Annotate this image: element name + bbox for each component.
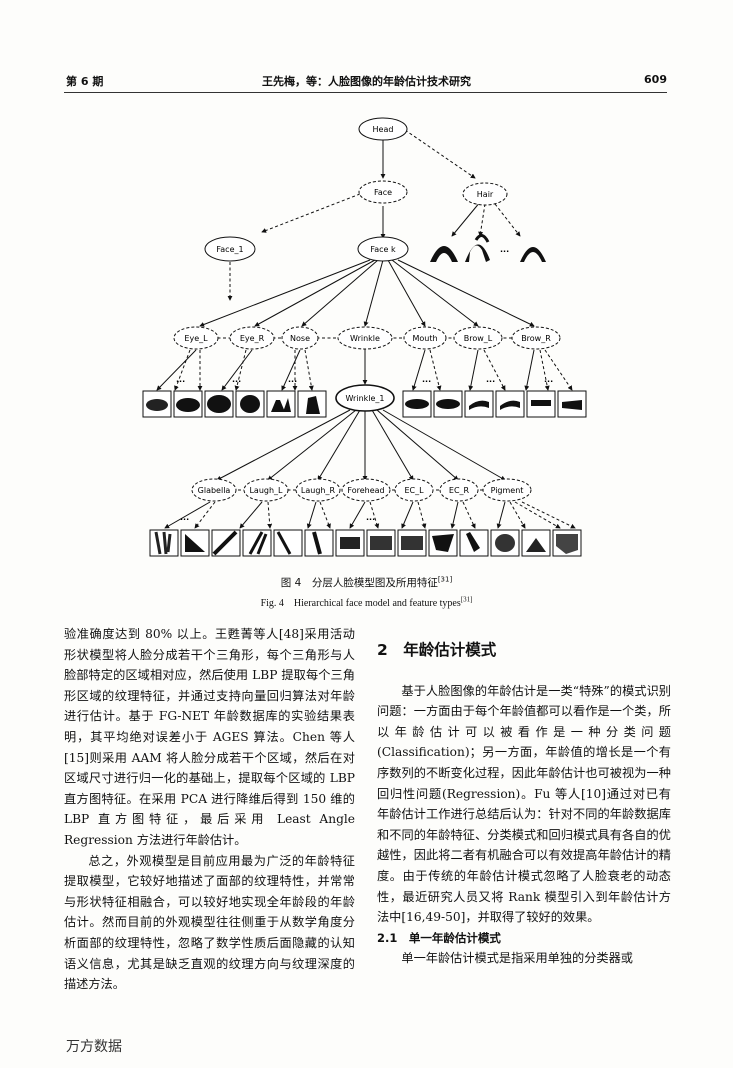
node-glabella: Glabella <box>191 478 237 502</box>
running-header: 第 6 期 王先梅，等：人脸图像的年龄估计技术研究 609 <box>66 73 667 93</box>
node-ec-r: EC_R <box>439 478 479 502</box>
ellipsis-nose: ... <box>288 375 297 384</box>
subsection-heading: 2.1 单一年龄估计模式 <box>377 930 501 945</box>
ellipsis-eye-l: ... <box>176 375 185 384</box>
ellipsis-eye-r: ... <box>232 375 241 384</box>
figure-caption-en: Fig. 4 Hierarchical face model and featu… <box>0 594 733 609</box>
node-brow-r-label: Brow_R <box>521 334 551 343</box>
node-face-k-label: Face k <box>370 245 396 254</box>
node-eye-r-label: Eye_R <box>240 334 265 343</box>
running-title: 王先梅，等：人脸图像的年龄估计技术研究 <box>262 75 471 88</box>
section-heading: 2 年龄估计模式 <box>377 641 497 659</box>
footer-watermark: 万方数据 <box>66 1039 122 1055</box>
left-paragraph-2: 总之，外观模型是目前应用最为广泛的年龄特征提取模型，它较好地描述了面部的纹理特性… <box>64 853 355 992</box>
node-face-label: Face <box>374 188 392 197</box>
dashed-edges <box>174 129 576 529</box>
node-forehead: Forehead <box>341 478 391 502</box>
node-laugh-r-label: Laugh_R <box>301 486 336 495</box>
node-glabella-label: Glabella <box>198 486 231 495</box>
node-wrinkle-1: Wrinkle_1 <box>335 384 395 412</box>
node-brow-l: Brow_L <box>453 326 503 350</box>
solid-edges <box>156 140 535 529</box>
node-face-k: Face k <box>357 236 409 262</box>
ellipsis-glabella: ... <box>180 513 189 522</box>
node-ec-l-label: EC_L <box>404 486 424 495</box>
header-rule <box>64 92 667 93</box>
node-pigment-label: Pigment <box>491 486 524 495</box>
node-pigment: Pigment <box>482 478 532 502</box>
hair-samples <box>430 234 546 262</box>
node-mouth-label: Mouth <box>412 334 437 343</box>
node-laugh-l: Laugh_L <box>243 478 289 502</box>
ellipsis-hair: ... <box>500 245 509 254</box>
node-face-1: Face_1 <box>204 236 256 262</box>
node-laugh-l-label: Laugh_L <box>249 486 283 495</box>
node-eye-l-label: Eye_L <box>184 334 208 343</box>
node-head: Head <box>358 117 408 141</box>
right-paragraph-2: 单一年龄估计模式是指采用单独的分类器或 <box>401 951 633 966</box>
right-column: 2 年龄估计模式 基于人脸图像的年龄估计是一类“特殊”的模式识别问题：一方面由于… <box>377 624 671 969</box>
figure-caption-en-ref: [31] <box>460 595 473 604</box>
node-hair: Hair <box>462 182 508 206</box>
node-eye-r: Eye_R <box>229 326 275 350</box>
hierarchical-face-model-figure: Head Face Hair Face_1 Face k Eye_L Eye_R… <box>142 117 587 557</box>
node-ec-l: EC_L <box>394 478 434 502</box>
issue-number: 第 6 期 <box>66 75 104 88</box>
node-head-label: Head <box>373 125 394 134</box>
node-brow-l-label: Brow_L <box>464 334 493 343</box>
node-mouth: Mouth <box>403 326 447 350</box>
left-column: 验准确度达到 80% 以上。王甦菁等人[48]采用活动形状模型将人脸分成若干个三… <box>64 624 355 995</box>
page-number: 609 <box>644 73 667 86</box>
node-nose: Nose <box>281 326 319 350</box>
figure-caption-en-text: Fig. 4 Hierarchical face model and featu… <box>260 598 461 609</box>
facial-part-thumbnails <box>142 390 587 418</box>
node-eye-l: Eye_L <box>173 326 219 350</box>
figure-caption-cn-text: 图 4 分层人脸模型图及所用特征 <box>280 577 438 589</box>
node-laugh-r: Laugh_R <box>295 478 341 502</box>
figure-caption-cn: 图 4 分层人脸模型图及所用特征[31] <box>0 575 733 590</box>
node-brow-r: Brow_R <box>511 326 561 350</box>
figure-caption-cn-ref: [31] <box>437 575 453 584</box>
left-paragraph-1: 验准确度达到 80% 以上。王甦菁等人[48]采用活动形状模型将人脸分成若干个三… <box>64 627 355 847</box>
right-paragraph-1: 基于人脸图像的年龄估计是一类“特殊”的模式识别问题：一方面由于每个年龄值都可以看… <box>377 683 671 925</box>
ellipsis-marks: ... ... ... ... ... ... ... ... ... <box>176 245 553 522</box>
node-wrinkle: Wrinkle <box>337 326 393 350</box>
ellipsis-brow-l: ... <box>486 375 495 384</box>
node-hair-label: Hair <box>477 190 494 199</box>
ellipsis-brow-r: ... <box>544 375 553 384</box>
node-wrinkle-label: Wrinkle <box>350 334 380 343</box>
wrinkle-thumbnails <box>149 529 582 557</box>
node-nose-label: Nose <box>290 334 310 343</box>
node-wrinkle-1-label: Wrinkle_1 <box>346 394 385 403</box>
ellipsis-mouth: ... <box>422 375 431 384</box>
ellipsis-forehead: ... <box>366 513 375 522</box>
node-face-1-label: Face_1 <box>216 245 243 254</box>
node-face: Face <box>358 180 408 204</box>
node-forehead-label: Forehead <box>347 486 384 495</box>
node-ec-r-label: EC_R <box>449 486 470 495</box>
